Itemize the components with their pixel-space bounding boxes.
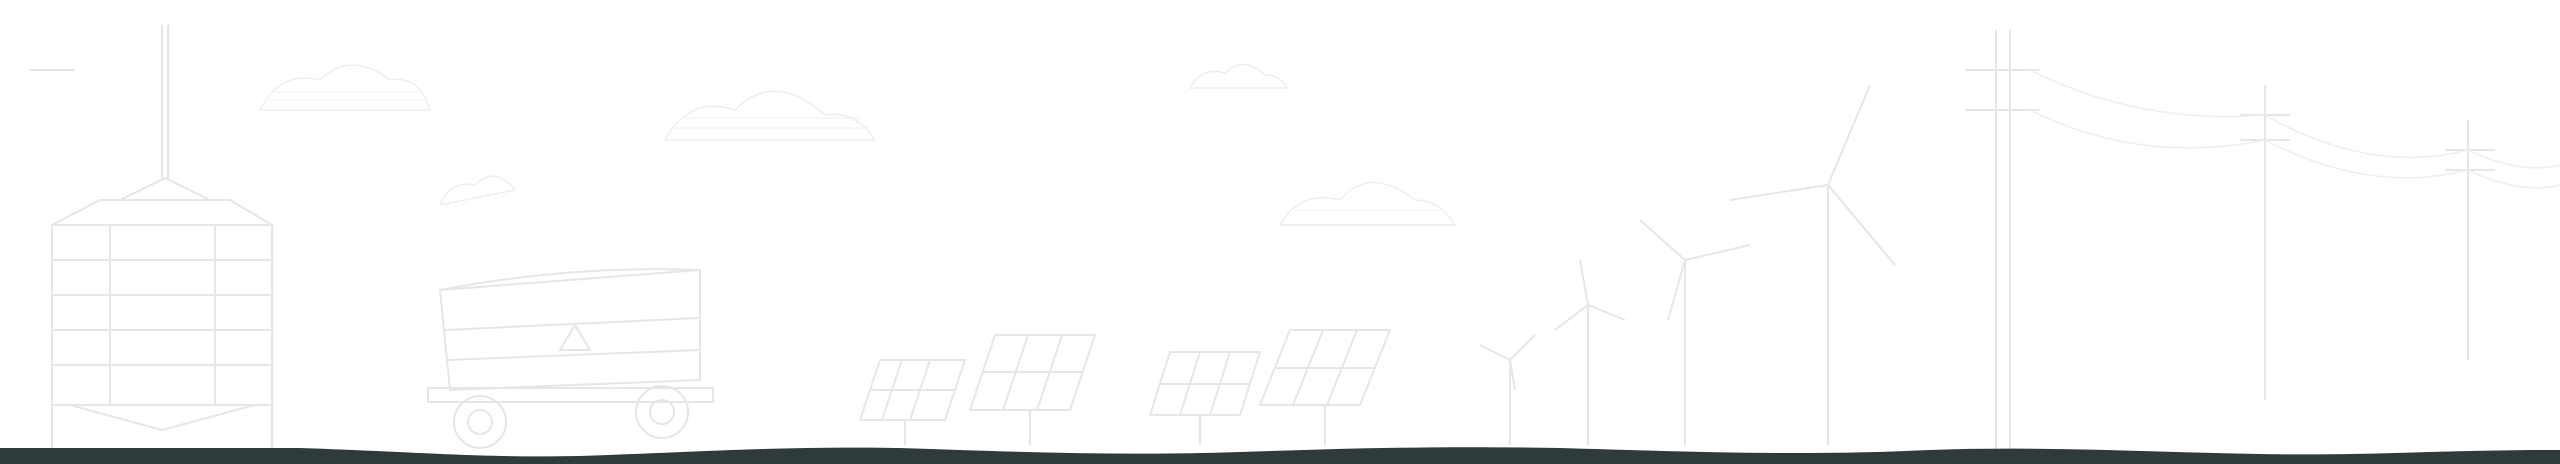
mine-cart-icon (427, 268, 714, 449)
solar-panel-icon (968, 334, 1097, 445)
solar-panel-icon (1148, 351, 1262, 445)
water-tower-icon (30, 25, 273, 448)
ground-band (0, 447, 2560, 464)
cloud-icon (258, 64, 431, 111)
solar-panel-icon (858, 359, 967, 445)
cloud-icon (1278, 181, 1457, 226)
power-line-icon (2029, 69, 2560, 189)
solar-panel-icon (1258, 329, 1392, 445)
wind-turbine-icon (1639, 219, 1751, 445)
cloud-icon (663, 90, 877, 141)
power-pole-icon (2240, 85, 2290, 400)
cloud-icon (438, 175, 517, 207)
wind-turbine-icon (1479, 334, 1536, 445)
wind-turbine-icon (1554, 259, 1626, 445)
wind-turbine-icon (1729, 84, 1896, 445)
cloud-icon (1188, 63, 1289, 89)
power-pole-icon (1965, 30, 2040, 458)
power-pole-icon (2445, 120, 2495, 360)
